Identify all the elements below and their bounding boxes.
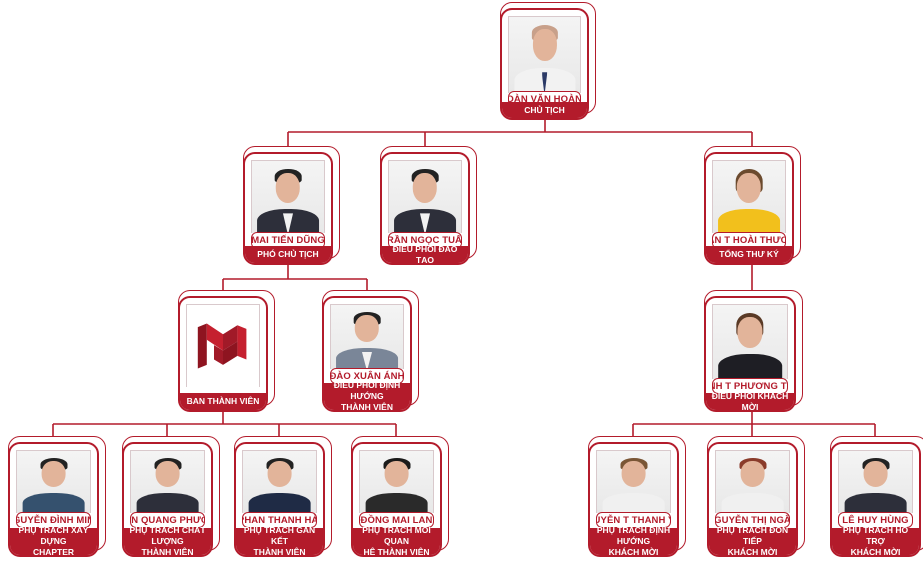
card-chairman: ĐOÀN VĂN HOÀNG CHỦ TỊCH [500, 2, 596, 120]
member-card-1: NGUYỄN ĐÌNH MINHPHỤ TRÁCH XÂY DỰNGCHAPTE… [8, 436, 106, 557]
member-orientation-role-line2: THÀNH VIÊN [341, 402, 393, 412]
person-icon [252, 161, 324, 233]
mc-logo-icon [197, 323, 247, 369]
chairman-role: CHỦ TỊCH [502, 102, 587, 118]
person-icon [17, 451, 90, 513]
member-role-line2: HỆ THÀNH VIÊN [363, 547, 430, 557]
person-icon [509, 17, 580, 93]
member-role-line1: PHỤ TRÁCH CHẤT LƯỢNG [129, 525, 206, 546]
member-orientation-role-line1: ĐIỀU PHỐI ĐỊNH HƯỚNG [333, 380, 401, 401]
guest-coordinator-role: ĐIỀU PHỐI KHÁCH MỜI [706, 391, 794, 410]
person-icon [243, 451, 316, 513]
guest-role-line2: KHÁCH MỜI [727, 547, 778, 557]
member-photo [359, 450, 434, 513]
card-vice-chairman: MAI TIẾN DŨNG PHÓ CHỦ TỊCH [243, 146, 340, 265]
guest-photo [715, 450, 790, 513]
member-role-line1: PHỤ TRÁCH XÂY DỰNG [18, 525, 89, 546]
person-icon [331, 305, 403, 369]
member-role-line2: CHAPTER [32, 547, 75, 557]
member-photo [242, 450, 317, 513]
member-role-line2: THÀNH VIÊN [141, 547, 194, 557]
chairman-photo [508, 16, 581, 93]
card-member-board: BAN THÀNH VIÊN [178, 290, 275, 412]
member-photo [16, 450, 91, 513]
member-name: TRẦN QUANG PHƯƠNG [130, 512, 205, 528]
card-training-coordinator: TRẦN NGỌC TUẤN ĐIỀU PHỐI ĐÀO TẠO [380, 146, 477, 265]
guest-role-line1: PHỤ TRÁCH ĐỊNH HƯỚNG [596, 525, 671, 546]
member-name: ĐỒNG MAI LAN [359, 512, 434, 528]
guest-name: NGUYỄN THỊ NGÂN [715, 512, 790, 528]
guest-photo [596, 450, 671, 513]
guest-role-line2: KHÁCH MỜI [608, 547, 659, 557]
secretary-general-photo [712, 160, 786, 233]
member-name: PHAN THANH HẢI [242, 512, 317, 528]
guest-role-line1: PHỤ TRÁCH ĐÓN TIẾP [716, 525, 789, 546]
member-role-line1: PHỤ TRÁCH GẮN KẾT [243, 525, 316, 546]
person-icon [839, 451, 912, 513]
training-coordinator-photo [388, 160, 462, 233]
secretary-general-role: TỔNG THƯ KÝ [706, 246, 792, 263]
guest-role-line1: PHỤ TRÁCH HỖ TRỢ [842, 525, 909, 546]
member-board-role: BAN THÀNH VIÊN [180, 393, 266, 410]
person-icon [389, 161, 461, 233]
guest-name: LÊ HUY HÙNG [838, 512, 913, 528]
member-orientation-photo [330, 304, 404, 369]
person-icon [713, 305, 787, 379]
card-guest-coordinator: TRỊNH T PHƯƠNG THÚY ĐIỀU PHỐI KHÁCH MỜI [704, 290, 803, 412]
member-card-2: TRẦN QUANG PHƯƠNGPHỤ TRÁCH CHẤT LƯỢNGTHÀ… [122, 436, 220, 557]
guest-role-line2: KHÁCH MỜI [850, 547, 901, 557]
training-coordinator-role: ĐIỀU PHỐI ĐÀO TẠO [382, 244, 468, 263]
vice-chairman-photo [251, 160, 325, 233]
guest-name: NGUYỄN T THANH YẾN [596, 512, 671, 528]
guest-coordinator-photo [712, 304, 788, 379]
member-board-logo [186, 304, 260, 387]
member-photo [130, 450, 205, 513]
person-icon [131, 451, 204, 513]
person-icon [360, 451, 433, 513]
person-icon [597, 451, 670, 513]
vice-chairman-role: PHÓ CHỦ TỊCH [245, 246, 331, 263]
card-secretary-general: TRẦN T HOÀI THƯƠNG TỔNG THƯ KÝ [704, 146, 801, 265]
guest-card-1: NGUYỄN T THANH YẾNPHỤ TRÁCH ĐỊNH HƯỚNGKH… [588, 436, 686, 557]
member-role-line1: PHỤ TRÁCH MỐI QUAN [362, 525, 431, 546]
member-name: NGUYỄN ĐÌNH MINH [16, 512, 91, 528]
member-role-line2: THÀNH VIÊN [253, 547, 306, 557]
guest-photo [838, 450, 913, 513]
person-icon [716, 451, 789, 513]
person-icon [713, 161, 785, 233]
